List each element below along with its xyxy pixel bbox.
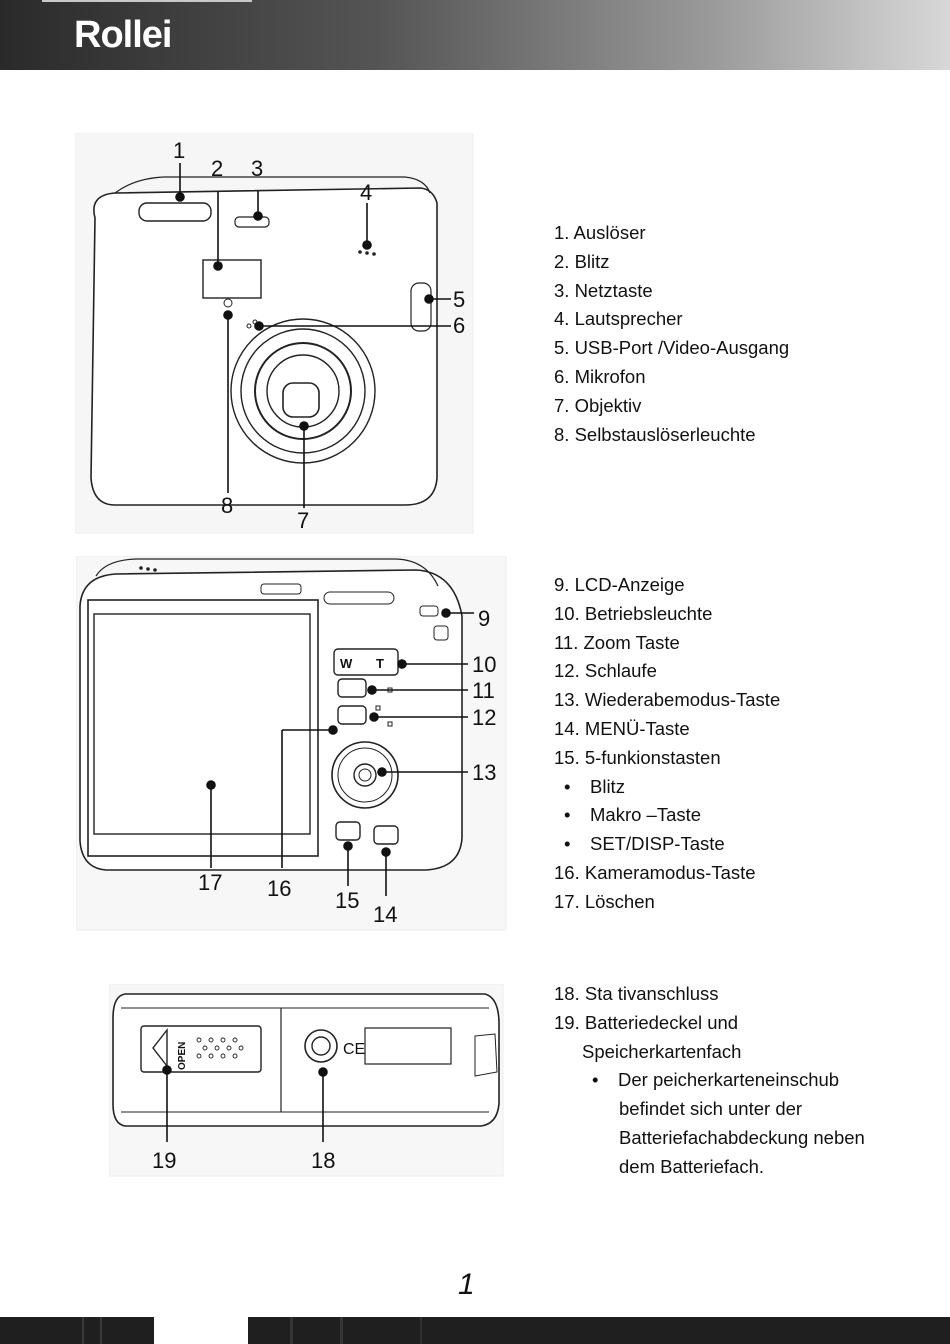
callout-18: 18 — [311, 1148, 335, 1173]
list-item: 1. Auslöser — [554, 222, 646, 243]
list-item: 6. Mikrofon — [554, 365, 646, 387]
brand-logo: Rollei — [74, 14, 172, 56]
callout-7: 7 — [297, 508, 309, 533]
list-item: 18. Sta tivanschluss — [554, 983, 719, 1004]
bullet-item: •Der peicherkarteneinschub — [592, 1069, 840, 1091]
front-parts-list: 1. Auslöser 2. Blitz 3. Netztaste 4. Lau… — [554, 219, 789, 449]
callout-9: 9 — [478, 606, 490, 631]
list-item: 11. Zoom Taste — [554, 631, 680, 653]
bullet-continuation: dem Batteriefach. — [619, 1155, 764, 1177]
callout-11: 11 — [472, 678, 495, 703]
callout-14: 14 — [373, 902, 397, 927]
list-item: 8. Selbstauslöserleuchte — [554, 423, 756, 445]
svg-text:CE: CE — [343, 1041, 365, 1058]
svg-text:T: T — [376, 656, 384, 671]
list-item: 19. Batteriedeckel und — [554, 1011, 739, 1033]
bullet-item: •SET/DISP-Taste — [564, 833, 725, 855]
callout-1: 1 — [173, 138, 185, 163]
list-item: 17. Löschen — [554, 890, 655, 912]
callout-2: 2 — [211, 156, 223, 181]
callout-8: 8 — [221, 493, 233, 518]
page-number: 1 — [458, 1268, 475, 1301]
back-parts-list: 9. LCD-Anzeige 10. Betriebsleuchte 11. Z… — [554, 571, 780, 917]
camera-back-figure: W T 9 10 11 12 13 17 16 15 14 — [76, 556, 508, 932]
list-item: 5. USB-Port /Video-Ausgang — [554, 337, 790, 359]
list-item-continuation: Speicherkartenfach — [582, 1040, 742, 1062]
list-item: 14. MENÜ-Taste — [554, 717, 690, 739]
list-item: 15. 5-funkionstasten — [554, 746, 721, 768]
bullet-item: •Makro –Taste — [564, 804, 702, 826]
callout-10: 10 — [472, 652, 496, 677]
list-item: 2. Blitz — [554, 250, 610, 272]
callout-12: 12 — [472, 705, 496, 730]
callout-3: 3 — [251, 156, 263, 181]
open-label: OPEN — [177, 1042, 188, 1070]
callout-6: 6 — [453, 313, 465, 338]
bottom-parts-list: 18. Sta tivanschluss 19. Batteriedeckel … — [554, 980, 865, 1182]
camera-bottom-figure: OPEN CE 19 18 — [109, 984, 505, 1178]
callout-17: 17 — [198, 870, 222, 895]
callout-13: 13 — [472, 760, 496, 785]
list-item: 13. Wiederabemodus-Taste — [554, 689, 781, 711]
callout-5: 5 — [453, 287, 465, 312]
bullet-continuation: befindet sich unter der — [619, 1098, 803, 1120]
footer-bar — [0, 1317, 950, 1344]
bullet-continuation: Batteriefachabdeckung neben — [619, 1126, 865, 1148]
header-bar: Rollei — [0, 0, 950, 70]
list-item: 4. Lautsprecher — [554, 308, 683, 330]
list-item: 7. Objektiv — [554, 394, 642, 416]
list-item: 3. Netztaste — [554, 279, 653, 301]
callout-16: 16 — [267, 876, 291, 901]
list-item: 10. Betriebsleuchte — [554, 602, 713, 624]
list-item: 16. Kameramodus-Taste — [554, 861, 756, 883]
camera-front-figure: 1 2 3 4 5 6 8 7 — [75, 133, 475, 535]
bullet-item: •Blitz — [564, 775, 625, 797]
callout-4: 4 — [360, 180, 372, 205]
list-item: 12. Schlaufe — [554, 660, 657, 682]
list-item: 9. LCD-Anzeige — [554, 574, 685, 595]
callout-15: 15 — [335, 888, 359, 913]
callout-19: 19 — [152, 1148, 176, 1173]
svg-text:W: W — [340, 656, 353, 671]
header-accent-line — [42, 0, 252, 2]
